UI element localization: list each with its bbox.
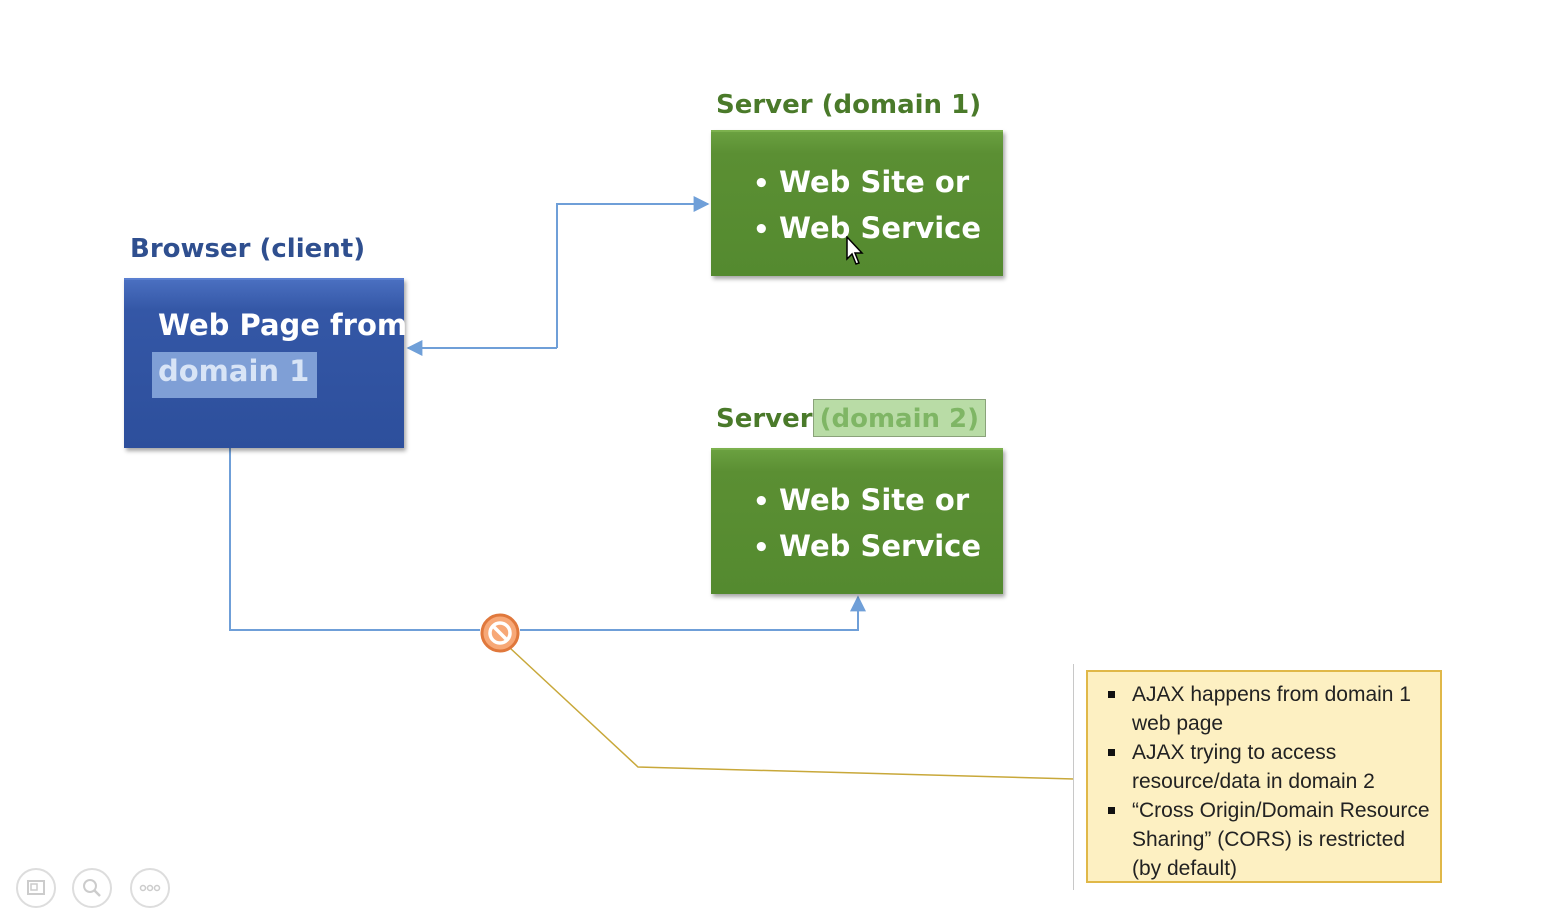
server2-label-prefix: Server	[716, 404, 813, 434]
no-entry-icon	[480, 613, 520, 653]
server1-item-webservice: Web Service	[753, 206, 981, 252]
more-icon[interactable]	[130, 868, 170, 908]
cross-origin-arrow-to-browser	[222, 401, 480, 631]
cors-note: AJAX happens from domain 1 web page AJAX…	[1086, 670, 1442, 883]
browser-box-line1: Web Page from	[158, 308, 408, 342]
server2-label: Server(domain 2)	[716, 399, 987, 437]
server1-label: Server (domain 1)	[716, 90, 982, 120]
server2-item-website: Web Site or	[753, 478, 981, 524]
server1-list: Web Site or Web Service	[753, 160, 981, 252]
note-divider	[1073, 664, 1074, 890]
server2-label-domain: (domain 2)	[812, 399, 987, 437]
cross-origin-arrow-to-server2	[520, 595, 866, 631]
cors-note-list: AJAX happens from domain 1 web page AJAX…	[1088, 672, 1440, 883]
browser-box: Web Page from domain 1	[124, 278, 408, 448]
browser-box-line2: domain 1	[152, 352, 318, 398]
slides-icon[interactable]	[16, 868, 56, 908]
note-item-cors: “Cross Origin/Domain Resource Sharing” (…	[1108, 796, 1430, 883]
server2-box: Web Site or Web Service	[711, 448, 1003, 594]
callout-line	[509, 647, 1075, 780]
server2-list: Web Site or Web Service	[753, 478, 981, 570]
zoom-icon[interactable]	[72, 868, 112, 908]
server2-item-webservice: Web Service	[753, 524, 981, 570]
server1-item-website: Web Site or	[753, 160, 981, 206]
note-item-ajax-origin: AJAX happens from domain 1 web page	[1108, 680, 1430, 738]
mouse-cursor-icon	[846, 236, 864, 265]
note-item-ajax-access: AJAX trying to access resource/data in d…	[1108, 738, 1430, 796]
browser-label: Browser (client)	[130, 234, 366, 264]
request-arrow-to-server1	[556, 196, 710, 348]
